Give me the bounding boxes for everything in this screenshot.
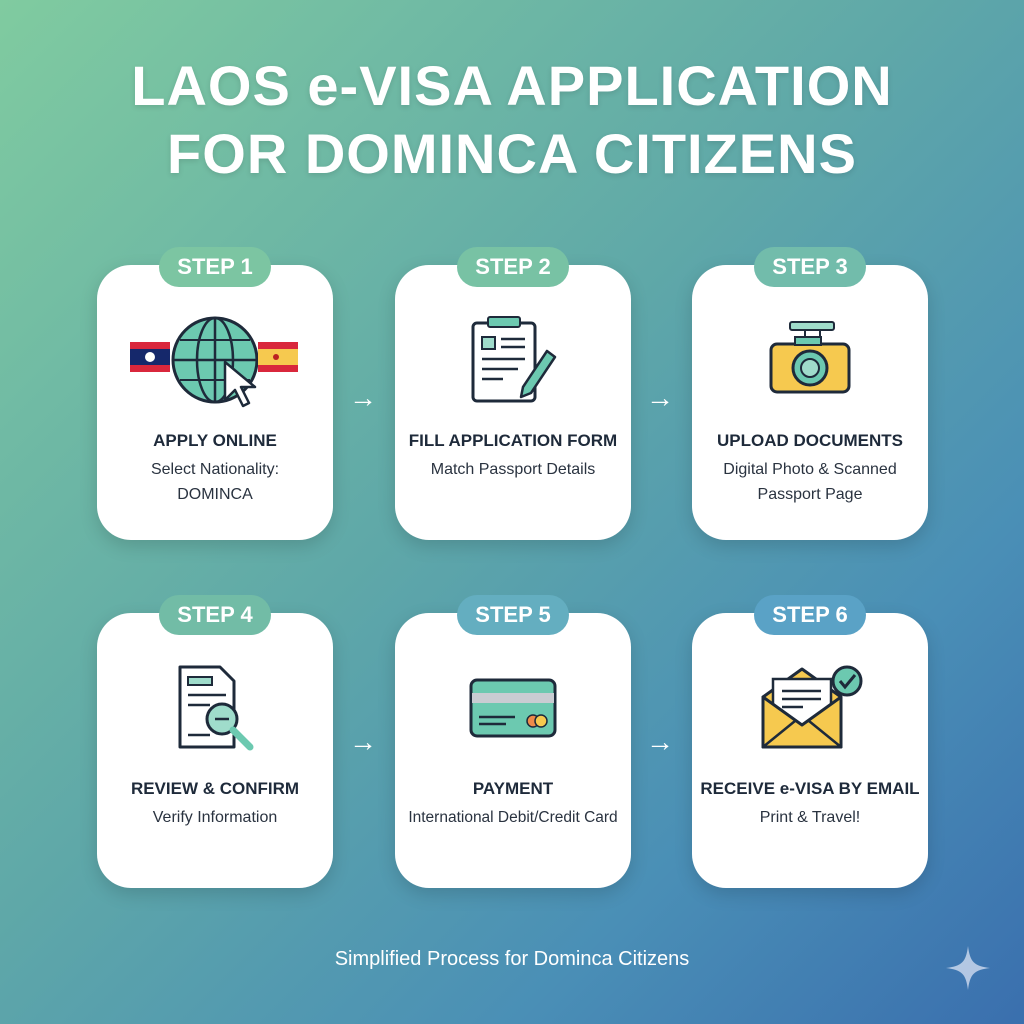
step-card-5: STEP 5 PAYMENT International Debit/Credi… — [395, 595, 631, 888]
step-description-line: International Debit/Credit Card — [408, 809, 618, 826]
step-heading: FILL APPLICATION FORM — [408, 431, 618, 450]
document-magnifier-icon — [97, 653, 333, 763]
step-description-line: DOMINCA — [177, 486, 253, 503]
arrow-right-icon: → — [646, 382, 674, 413]
step-description-line: Select Nationality: — [150, 461, 280, 478]
step-badge: STEP 2 — [457, 247, 569, 287]
page-title: LAOS e-VISA APPLICATION FOR DOMINCA CITI… — [0, 52, 1024, 188]
clipboard-pen-icon — [395, 305, 631, 415]
step-badge: STEP 1 — [159, 247, 271, 287]
credit-card-icon — [395, 653, 631, 763]
step-description: Select Nationality: DOMINCA — [105, 457, 325, 507]
step-description-line: Digital Photo & Scanned — [723, 461, 897, 478]
title-line-1: LAOS e-VISA APPLICATION — [131, 54, 893, 117]
step-badge: STEP 5 — [457, 595, 569, 635]
step-description-line: Verify Information — [152, 809, 278, 826]
step-card-6: STEP 6 RECEIVE e-VISA BY EMAIL Print & T… — [692, 595, 928, 888]
step-heading: PAYMENT — [472, 779, 554, 798]
step-badge: STEP 3 — [754, 247, 866, 287]
arrow-right-icon: → — [646, 726, 674, 757]
title-line-2: FOR DOMINCA CITIZENS — [167, 122, 857, 185]
step-card-1: STEP 1 APPLY ONLINE Select Nationality: D… — [97, 247, 333, 540]
step-card-4: STEP 4 REVIEW & CONFIRM Verify Informati… — [97, 595, 333, 888]
step-card-3: STEP 3 UPLOAD DOCUMENTS Digital Photo & … — [692, 247, 928, 540]
step-card-2: STEP 2 FILL APPLICATION FORM Match Passp… — [395, 247, 631, 540]
globe-flags-cursor-icon — [97, 305, 333, 415]
step-heading: RECEIVE e-VISA BY EMAIL — [700, 779, 920, 798]
sparkle-icon — [946, 946, 990, 990]
step-badge: STEP 6 — [754, 595, 866, 635]
envelope-check-icon — [692, 653, 928, 763]
camera-icon — [692, 305, 928, 415]
step-heading: UPLOAD DOCUMENTS — [716, 431, 904, 450]
step-description: Print & Travel! — [700, 805, 920, 830]
step-description: Match Passport Details — [403, 457, 623, 482]
step-heading: APPLY ONLINE — [153, 431, 277, 450]
arrow-right-icon: → — [349, 726, 377, 757]
step-description-line: Print & Travel! — [759, 809, 861, 826]
step-description-line: Match Passport Details — [430, 461, 596, 478]
step-heading: REVIEW & CONFIRM — [130, 779, 300, 798]
step-description: Verify Information — [105, 805, 325, 830]
footer-caption: Simplified Process for Dominca Citizens — [334, 948, 690, 970]
arrow-right-icon: → — [349, 382, 377, 413]
step-description-line: Passport Page — [757, 486, 863, 503]
step-description: International Debit/Credit Card — [397, 805, 629, 830]
step-badge: STEP 4 — [159, 595, 271, 635]
